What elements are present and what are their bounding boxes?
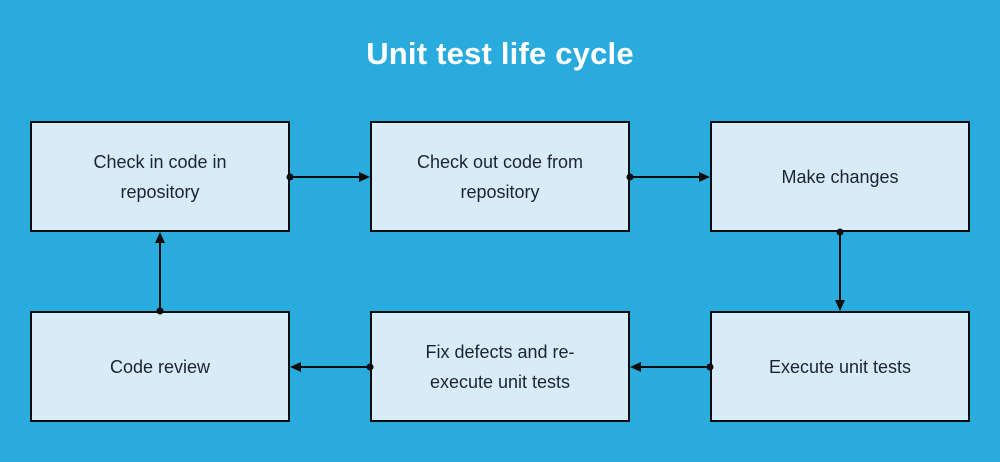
- node-fix-defects-label: Fix defects and re- execute unit tests: [425, 341, 575, 392]
- arrow-code-review-to-check-in: [155, 232, 165, 315]
- node-fix-defects: Fix defects and re- execute unit tests: [370, 311, 630, 422]
- node-execute-unit-tests: Execute unit tests: [710, 311, 970, 422]
- diagram-title: Unit test life cycle: [366, 36, 634, 71]
- node-check-in-code-label: Check in code in repository: [93, 151, 227, 202]
- node-check-in-code: Check in code in repository: [30, 121, 290, 232]
- arrow-make-changes-to-execute-unit-tests: [835, 228, 845, 311]
- arrow-check-out-to-make-changes: [626, 172, 710, 182]
- node-code-review-label: Code review: [109, 356, 211, 377]
- arrow-check-in-to-check-out: [286, 172, 370, 182]
- node-execute-unit-tests-label: Execute unit tests: [768, 356, 912, 377]
- arrow-fix-defects-to-code-review: [290, 362, 374, 372]
- node-make-changes-label: Make changes: [781, 166, 899, 187]
- node-check-out-code-label: Check out code from repository: [416, 151, 584, 202]
- arrow-execute-unit-tests-to-fix-defects: [630, 362, 714, 372]
- node-make-changes: Make changes: [710, 121, 970, 232]
- node-check-out-code: Check out code from repository: [370, 121, 630, 232]
- node-code-review: Code review: [30, 311, 290, 422]
